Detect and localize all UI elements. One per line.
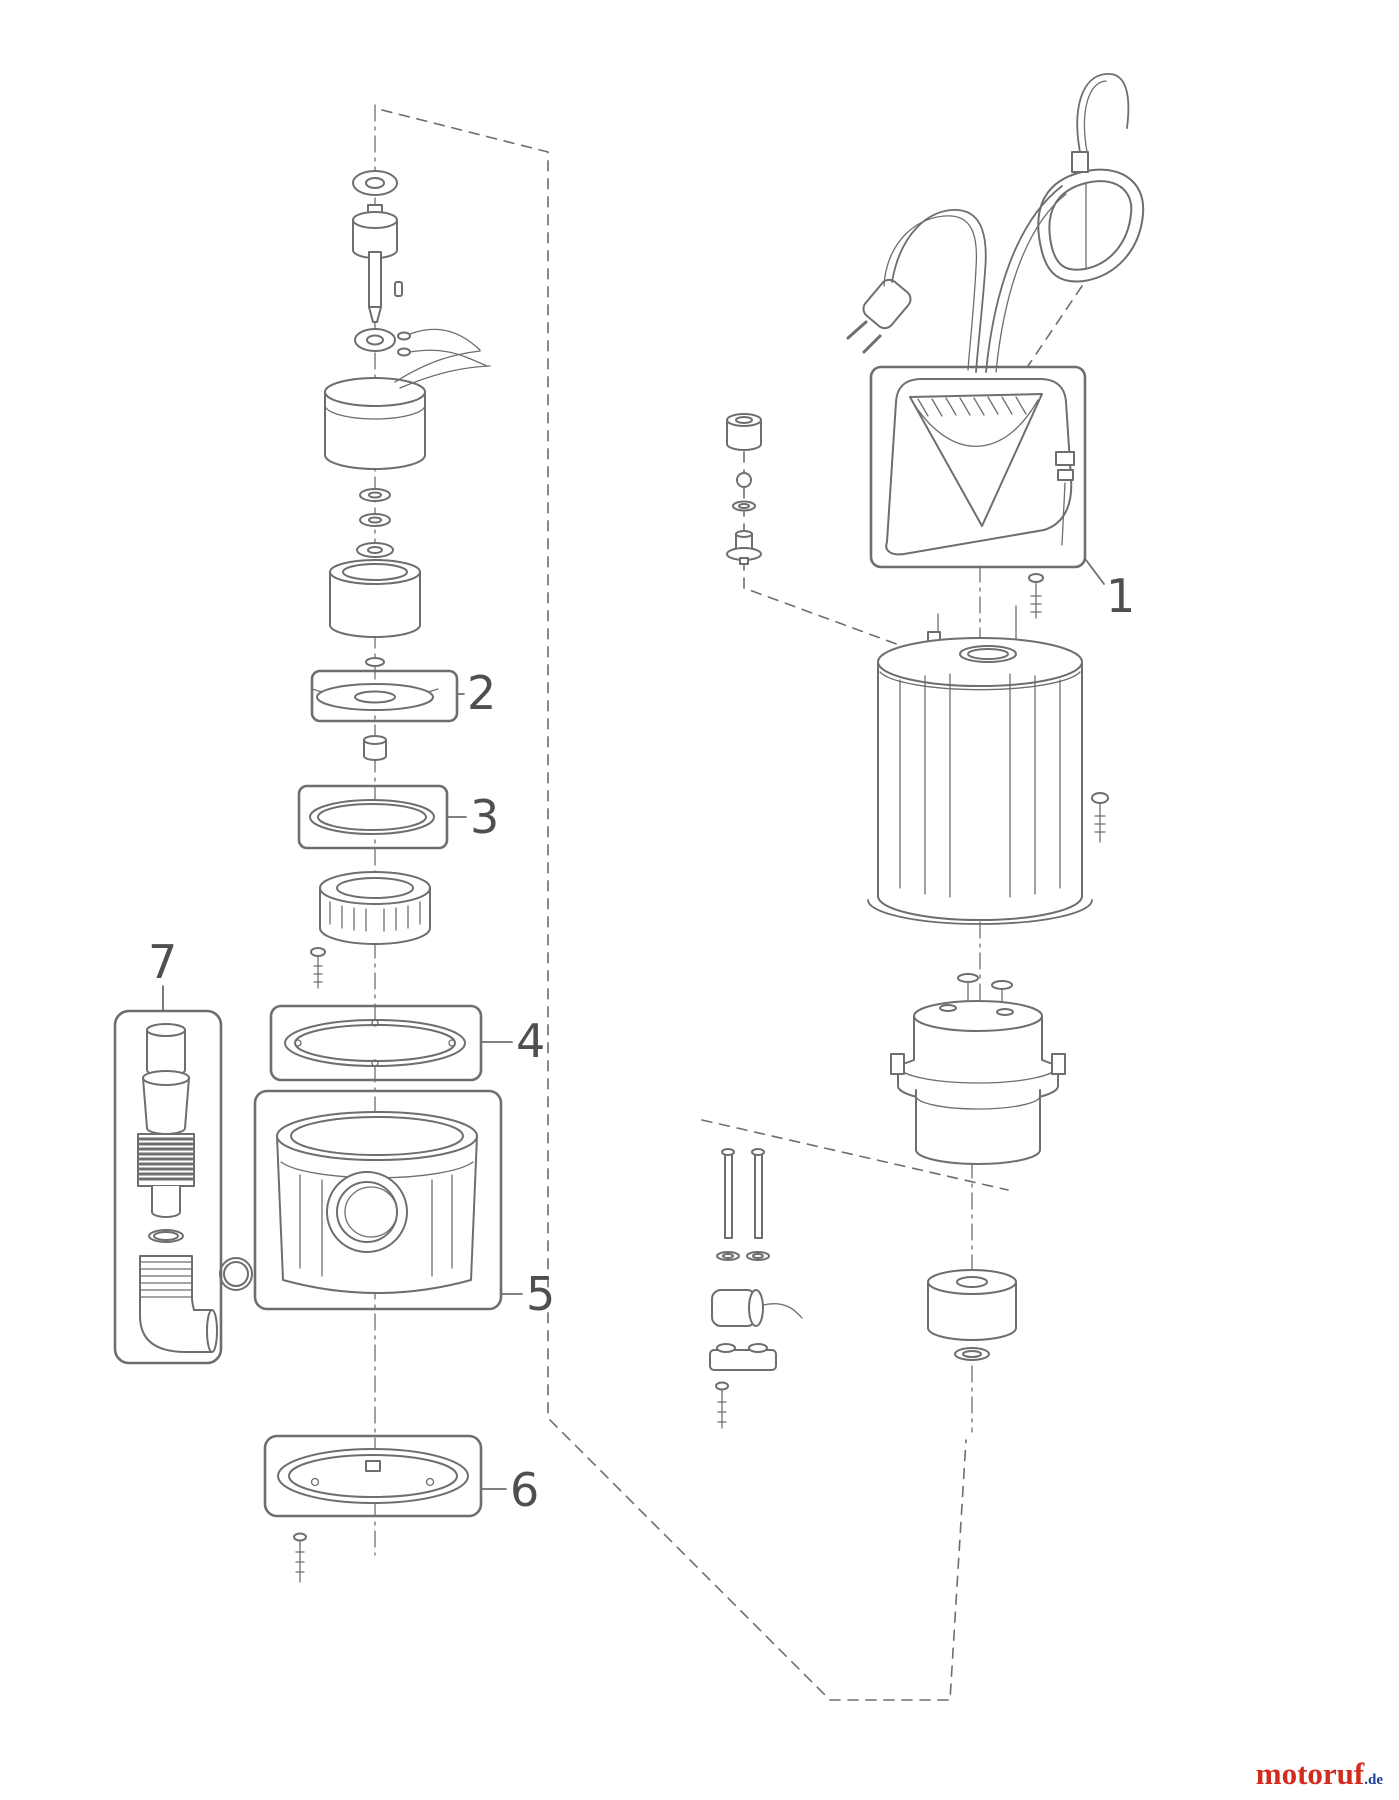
shaft-nut xyxy=(363,735,387,761)
bottom-cap xyxy=(927,1269,1017,1361)
box-part6 xyxy=(263,1434,483,1518)
washer-stack xyxy=(356,488,394,558)
top-bearing xyxy=(352,170,398,196)
right-assembled-column xyxy=(709,73,1145,1429)
box-part1 xyxy=(869,365,1087,569)
left-exploded-column xyxy=(219,170,491,1583)
hose-connector-part7 xyxy=(137,1023,218,1353)
motor-fasteners-left xyxy=(709,1148,803,1429)
top-screw xyxy=(1028,573,1044,619)
threaded-ring xyxy=(319,871,431,945)
callout-3: 3 xyxy=(470,790,499,844)
callout-2: 2 xyxy=(467,666,496,720)
callout-6: 6 xyxy=(510,1463,539,1517)
rotor-cup xyxy=(329,559,421,667)
float-switch xyxy=(1037,73,1145,283)
housing-screw xyxy=(310,947,326,989)
float-bushing xyxy=(352,204,398,259)
terminal-washers-and-wires xyxy=(397,328,488,367)
rotor-shaft xyxy=(368,251,403,323)
motoruf-logo: motoruf.de xyxy=(1256,1756,1383,1792)
callout-4: 4 xyxy=(516,1014,545,1068)
box-part5 xyxy=(253,1089,503,1311)
power-plug xyxy=(846,185,1067,373)
o-ring-part3 xyxy=(309,799,435,835)
motor-assembly xyxy=(890,973,1066,1165)
bottom-plate-part6 xyxy=(277,1448,469,1504)
callout-labels: 1 2 3 4 5 6 7 xyxy=(148,559,1135,1517)
box-part7 xyxy=(113,1009,223,1365)
lower-bearing xyxy=(354,328,396,352)
pump-top-housing-part1 xyxy=(885,378,1075,556)
logo-name: motoruf xyxy=(1255,1756,1365,1791)
pump-body xyxy=(867,605,1093,925)
logo-tld: .de xyxy=(1364,1772,1383,1788)
impeller-plate-part2 xyxy=(311,683,439,711)
gasket-part4 xyxy=(284,1019,466,1067)
callout-5: 5 xyxy=(526,1267,555,1321)
stator xyxy=(324,350,491,470)
callout-7: 7 xyxy=(148,935,177,989)
plate-screw xyxy=(293,1532,307,1583)
pump-housing-part5 xyxy=(219,1111,478,1294)
callout-1: 1 xyxy=(1106,569,1135,623)
box-part4 xyxy=(269,1004,483,1082)
fastener-set-left xyxy=(726,413,762,565)
box-part2 xyxy=(310,669,459,723)
body-screw-right xyxy=(1091,792,1109,843)
